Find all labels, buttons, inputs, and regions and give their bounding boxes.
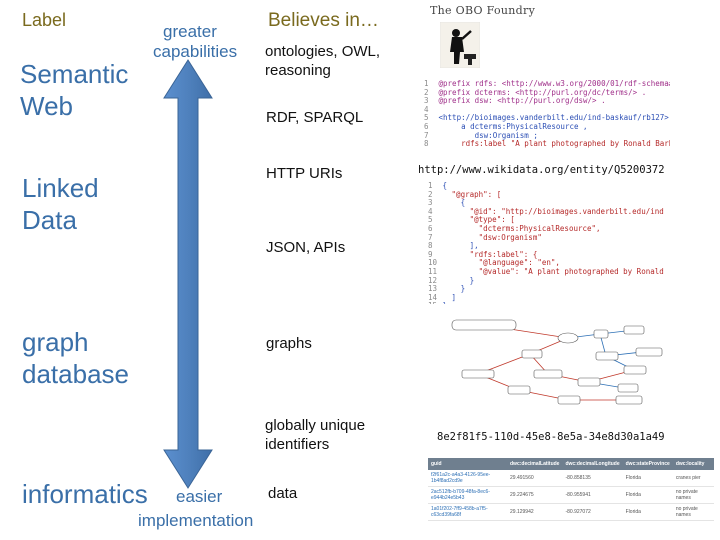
graph-node — [558, 396, 580, 404]
axis-top-line1: greater — [153, 22, 237, 42]
json-code-snippet: 1 {2 "@graph": [3 {4 "@id": "http://bioi… — [428, 182, 664, 304]
table-cell: 29.129942 — [507, 504, 562, 521]
code-line: 13 } — [428, 285, 664, 294]
graph-node — [624, 366, 646, 374]
label-heading: Label — [22, 10, 66, 31]
graph-node — [508, 386, 530, 394]
code-line-text: rdfs:label "A plant photographed by Rona… — [434, 139, 670, 148]
wikidata-uri: http://www.wikidata.org/entity/Q5200372 — [418, 164, 665, 176]
label-linked-data-line2: Data — [22, 204, 99, 236]
believes-graphs: graphs — [266, 334, 312, 353]
table-cell: Florida — [623, 487, 673, 504]
label-semantic-web: Semantic Web — [20, 58, 128, 122]
table-cell: Florida — [623, 504, 673, 521]
table-row: f2f61a2c-a4a3-4126-95ee-1b4f8ad2cd9e29.4… — [428, 470, 714, 487]
believes-identifiers: globally unique identifiers — [265, 416, 365, 454]
label-semantic-web-line2: Web — [20, 90, 128, 122]
believes-ontologies-line2: reasoning — [265, 61, 380, 80]
believes-heading: Believes in… — [268, 10, 379, 32]
table-cell: 29.491560 — [507, 470, 562, 487]
believes-ontologies-line1: ontologies, OWL, — [265, 42, 380, 61]
axis-bottom-text: easier implementation — [138, 487, 253, 531]
table-cell: 29.224675 — [507, 487, 562, 504]
code-line: 8 rdfs:label "A plant photographed by Ro… — [424, 140, 670, 149]
table-cell: no private names — [673, 504, 714, 521]
graph-node — [452, 320, 516, 330]
table-cell: -80.927072 — [562, 504, 622, 521]
graph-diagram — [438, 316, 682, 410]
axis-bottom-line2: implementation — [138, 511, 253, 531]
believes-ontologies: ontologies, OWL, reasoning — [265, 42, 380, 80]
table-header-cell: dwc:locality — [673, 458, 714, 470]
obo-foundry-logo: The OBO Foundry — [430, 4, 542, 72]
table-row: 1a01f202-7ff9-458b-a7f5-c63cd39fa68f29.1… — [428, 504, 714, 521]
code-line: 14 ] — [428, 294, 664, 303]
graph-node — [636, 348, 662, 356]
label-semantic-web-line1: Semantic — [20, 58, 128, 90]
believes-identifiers-line2: identifiers — [265, 435, 365, 454]
table-cell: f2f61a2c-a4a3-4126-95ee-1b4f8ad2cd9e — [428, 470, 507, 487]
table-cell: 1a01f202-7ff9-458b-a7f5-c63cd39fa68f — [428, 504, 507, 521]
believes-rdf: RDF, SPARQL — [266, 108, 363, 127]
graph-node — [594, 330, 608, 338]
believes-http-uris: HTTP URIs — [266, 164, 342, 183]
graph-node — [618, 384, 638, 392]
code-line-text: @prefix dsw: <http://purl.org/dsw/> . — [434, 96, 606, 105]
graph-node — [558, 333, 578, 343]
graph-node — [616, 396, 642, 404]
table-cell: cranes pier — [673, 470, 714, 487]
table-header-cell: dwc:stateProvince — [623, 458, 673, 470]
table-cell: Florida — [623, 470, 673, 487]
believes-identifiers-line1: globally unique — [265, 416, 365, 435]
table-cell: -80.858135 — [562, 470, 622, 487]
code-line-number: 8 — [424, 140, 434, 149]
graph-node — [578, 378, 600, 386]
graph-node — [624, 326, 644, 334]
table-header-cell: dwc:decimalLatitude — [507, 458, 562, 470]
code-line-text: } — [438, 301, 447, 304]
json-code-lines: 1 {2 "@graph": [3 {4 "@id": "http://bioi… — [428, 182, 664, 304]
label-graph-database-line1: graph — [22, 326, 129, 358]
label-linked-data: Linked Data — [22, 172, 99, 236]
label-graph-database-line2: database — [22, 358, 129, 390]
code-line: 3 @prefix dsw: <http://purl.org/dsw/> . — [424, 97, 670, 106]
double-arrow-shape — [164, 60, 212, 488]
axis-bottom-line1: easier — [138, 487, 253, 507]
axis-top-text: greater capabilities — [153, 22, 237, 62]
blacksmith-icon — [440, 22, 480, 68]
believes-data: data — [268, 484, 297, 503]
turtle-code-lines: 1 @prefix rdfs: <http://www.w3.org/2000/… — [424, 80, 670, 149]
code-line-number: 15 — [428, 302, 438, 304]
label-graph-database: graph database — [22, 326, 129, 390]
turtle-code-snippet: 1 @prefix rdfs: <http://www.w3.org/2000/… — [424, 80, 670, 154]
graph-node — [534, 370, 562, 378]
label-linked-data-line1: Linked — [22, 172, 99, 204]
table-cell: -80.955941 — [562, 487, 622, 504]
obo-foundry-title: The OBO Foundry — [430, 4, 542, 17]
table-cell: no private names — [673, 487, 714, 504]
uuid-identifier: 8e2f81f5-110d-45e8-8e5a-34e8d30a1a49 — [437, 431, 665, 443]
table-cell: 2ac512fb-b709-48fa-8ec6-e944b24e5b43 — [428, 487, 507, 504]
double-arrow — [160, 58, 216, 490]
label-informatics: informatics — [22, 478, 148, 510]
believes-json: JSON, APIs — [266, 238, 345, 257]
graph-node — [462, 370, 494, 378]
code-line: 15 } — [428, 302, 664, 304]
graph-node — [522, 350, 542, 358]
table-header-cell: dwc:decimalLongitude — [562, 458, 622, 470]
graph-node — [596, 352, 618, 360]
table-header-cell: guid — [428, 458, 507, 470]
